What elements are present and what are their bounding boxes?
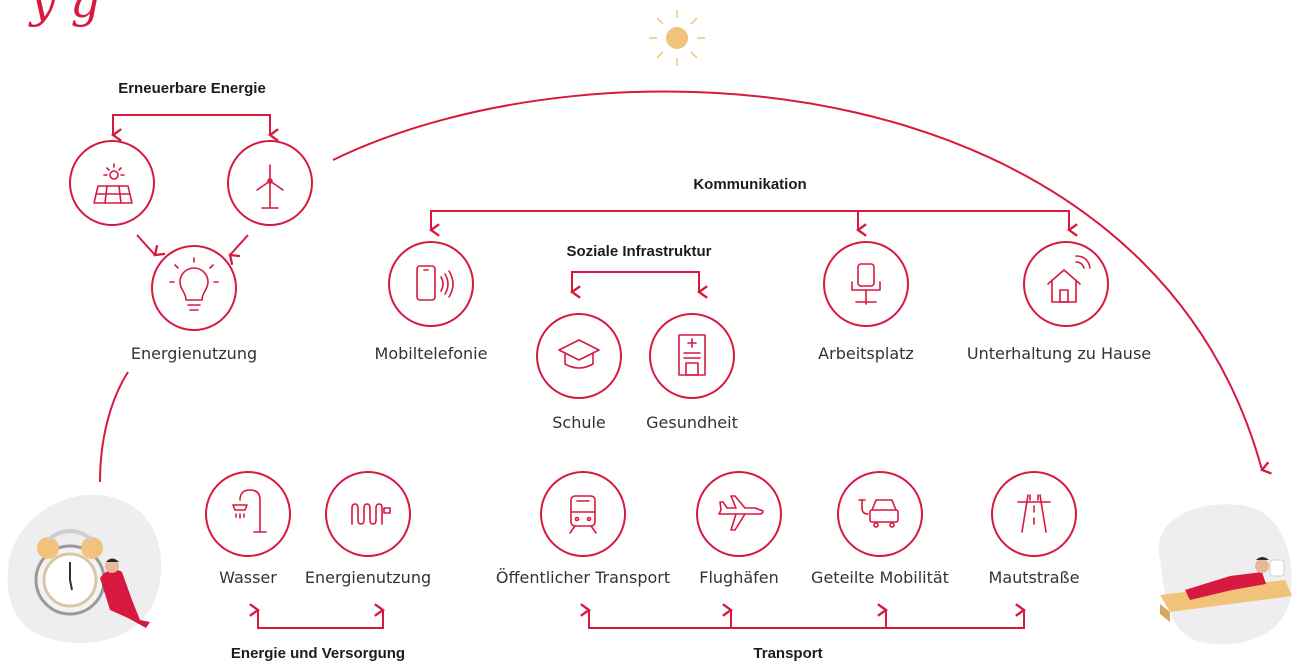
hospital-icon	[678, 334, 706, 376]
label-school: Schule	[552, 413, 606, 432]
label-energy-use-bulb: Energienutzung	[130, 344, 258, 363]
label-airports: Flughäfen	[699, 568, 779, 587]
train-icon	[569, 495, 597, 534]
electric-car-icon	[858, 499, 899, 528]
solar-node	[69, 140, 155, 226]
solar-panel-icon	[93, 163, 133, 204]
highway-icon	[1017, 494, 1051, 533]
person-in-bed-moon-icon	[1158, 504, 1292, 645]
office-chair-icon	[851, 263, 881, 305]
label-mobile: Mobiltelefonie	[374, 344, 488, 363]
radiator-icon	[351, 503, 391, 525]
social-connector	[569, 271, 708, 299]
mobile-node	[388, 241, 474, 327]
sun-icon	[649, 10, 705, 66]
label-public-transport: Öffentlicher Transport	[495, 568, 671, 587]
label-water: Wasser	[219, 568, 277, 587]
toll-road-node	[991, 471, 1077, 557]
energy-use-heater-node	[325, 471, 411, 557]
school-node	[536, 313, 622, 399]
energy-supply-connector	[249, 603, 386, 629]
label-workplace: Arbeitsplatz	[818, 344, 914, 363]
morning-arc	[99, 371, 129, 483]
label-toll-road: Mautstraße	[988, 568, 1080, 587]
energy-use-bulb-node	[151, 245, 237, 331]
communication-connector	[428, 210, 1078, 237]
label-energy-use-heater: Energienutzung	[304, 568, 432, 587]
title-fragment: y g	[30, 0, 101, 28]
transport-connector	[580, 603, 1027, 629]
day-arc	[332, 90, 1272, 475]
graduation-cap-icon	[558, 339, 600, 369]
header-energy-supply: Energie und Versorgung	[230, 645, 406, 662]
airplane-icon	[718, 495, 764, 531]
alarm-clock-person-icon	[7, 494, 162, 644]
mobile-phone-icon	[416, 265, 454, 301]
header-communication: Kommunikation	[693, 176, 807, 193]
shower-icon	[232, 489, 267, 533]
header-transport: Transport	[753, 645, 823, 662]
health-node	[649, 313, 735, 399]
label-health: Gesundheit	[646, 413, 738, 432]
header-social: Soziale Infrastruktur	[566, 243, 712, 260]
water-node	[205, 471, 291, 557]
wind-turbine-icon	[256, 164, 284, 209]
shared-mobility-node	[837, 471, 923, 557]
header-renewable: Erneuerbare Energie	[118, 80, 266, 97]
label-home-entertainment: Unterhaltung zu Hause	[966, 344, 1152, 363]
renewable-connector	[110, 114, 279, 266]
label-shared-mobility: Geteilte Mobilität	[811, 568, 949, 587]
workplace-node	[823, 241, 909, 327]
light-bulb-icon	[169, 257, 219, 311]
home-entertainment-node	[1023, 241, 1109, 327]
smart-home-icon	[1047, 255, 1091, 303]
public-transport-node	[540, 471, 626, 557]
